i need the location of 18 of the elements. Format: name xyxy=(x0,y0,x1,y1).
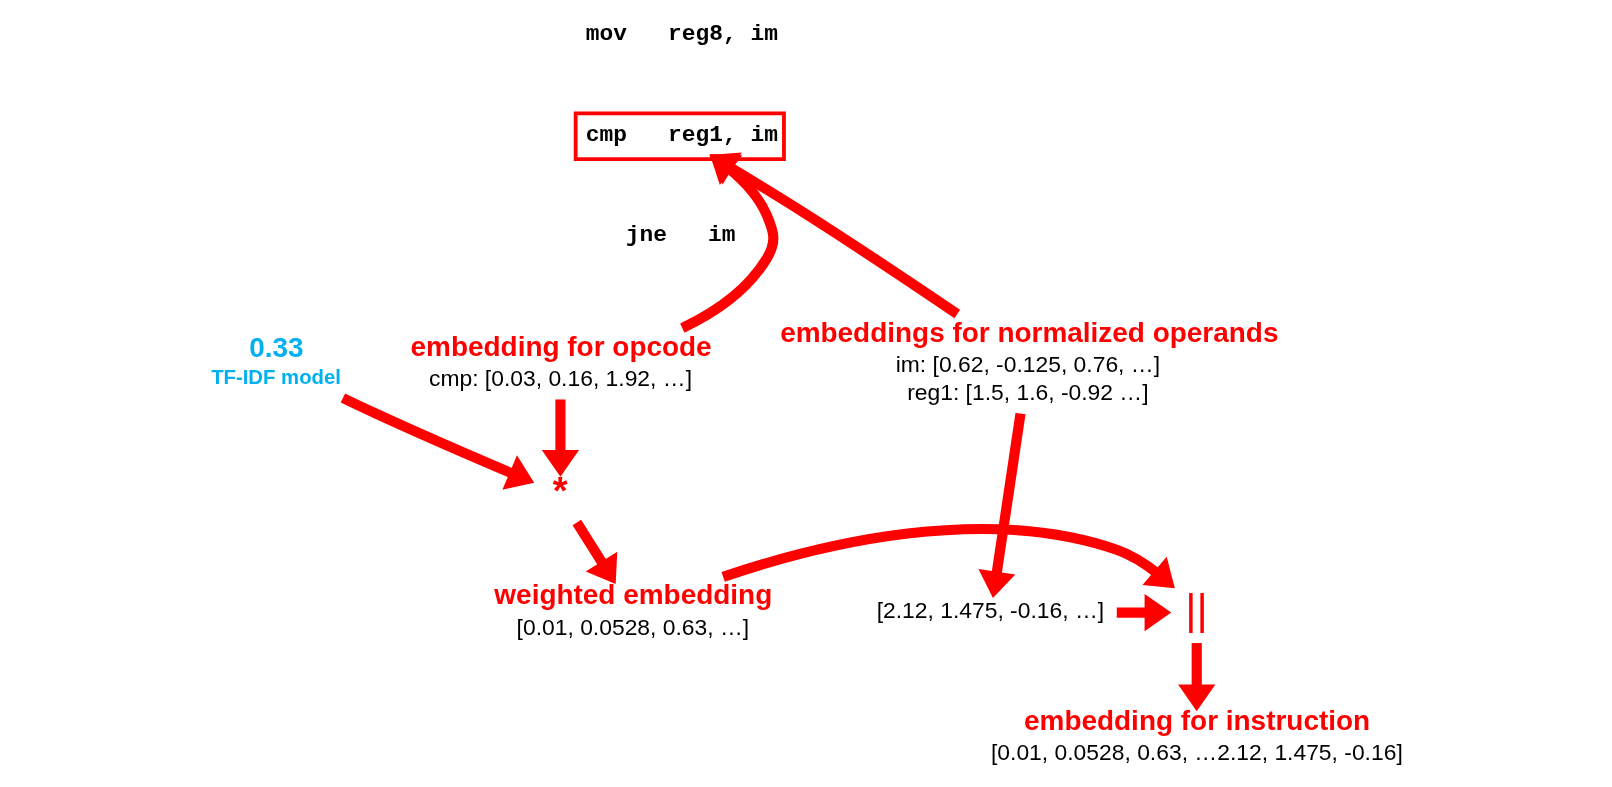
arrow xyxy=(1177,643,1215,712)
node-text: embedding for instruction [0.01, 0.0528, 0.63, …2.12, 1.475, -0.16] xyxy=(990,705,1403,766)
node-text: embedding for opcode cmp: [0.03, 0.16, 1.92, …] xyxy=(410,330,712,391)
node-box: cmp reg1, im xyxy=(573,111,786,162)
label: jne im xyxy=(625,221,736,248)
node-text: 0.33 TF-IDF model xyxy=(210,331,341,388)
label: mov reg8, im xyxy=(585,21,778,48)
arrow xyxy=(721,523,1175,589)
arrow xyxy=(541,399,579,477)
arrow xyxy=(977,412,1026,599)
arrow xyxy=(572,519,617,585)
node-text: embeddings for normalized operands im: [0.62, -0.125, 0.76, …] reg1: [1.5, 1.6, -0.92 …] xyxy=(779,316,1278,405)
node-text: || xyxy=(1184,585,1208,634)
arrow xyxy=(340,393,534,490)
node-text: * xyxy=(552,470,568,512)
node-text: weighted embedding [0.01, 0.0528, 0.63, …] xyxy=(493,579,772,640)
arrow xyxy=(1116,593,1171,632)
node-text: [2.12, 1.475, -0.16, …] xyxy=(876,597,1104,624)
